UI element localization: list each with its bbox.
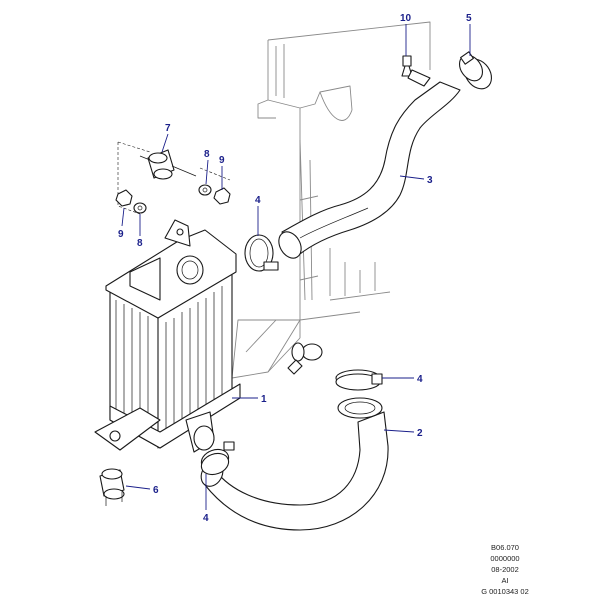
reference-line-2: 0000000: [490, 554, 520, 563]
reference-line-4: AI: [501, 576, 509, 585]
callout-2: 2: [417, 428, 423, 439]
callout-4-right: 4: [417, 374, 423, 385]
callout-5: 5: [466, 13, 472, 24]
rubber-mount: [117, 141, 231, 215]
reference-line-5: G 0010343 02: [481, 587, 529, 596]
upper-clamp: [458, 51, 492, 90]
callout-8-upper: 8: [204, 149, 210, 160]
intercooler: [94, 219, 241, 453]
callout-6: 6: [153, 485, 159, 496]
callout-1: 1: [261, 394, 267, 405]
leader-lines: [121, 24, 471, 510]
mounting-rubber: [99, 468, 125, 506]
callout-9-upper: 9: [219, 155, 225, 166]
clamp-intercooler-lower: [200, 441, 235, 476]
reference-block: B06.070 0000000 08-2002 AI G 0010343 02: [440, 542, 570, 597]
callout-8-lower: 8: [137, 238, 143, 249]
clamp-radiator-lower: [335, 369, 383, 391]
callout-10: 10: [400, 13, 412, 24]
nut-upper: [213, 187, 231, 205]
washer-upper: [198, 184, 212, 196]
clamp-upper-intercooler: [244, 234, 279, 272]
bleed-screw: [401, 55, 431, 87]
washer-lower: [133, 202, 147, 214]
callout-4-lower: 4: [203, 513, 209, 524]
radiator-outline: [231, 21, 431, 379]
callouts: 10 5 3 4 7 8 9 9 8 1 4 2 6 4: [118, 13, 472, 524]
callout-7: 7: [165, 123, 171, 134]
callout-9-lower: 9: [118, 229, 124, 240]
reference-line-3: 08-2002: [491, 565, 519, 574]
reference-line-1: B06.070: [491, 543, 519, 552]
nut-lower: [115, 189, 133, 207]
callout-4-upper: 4: [255, 195, 261, 206]
callout-3: 3: [427, 175, 433, 186]
upper-hose: [278, 81, 461, 259]
